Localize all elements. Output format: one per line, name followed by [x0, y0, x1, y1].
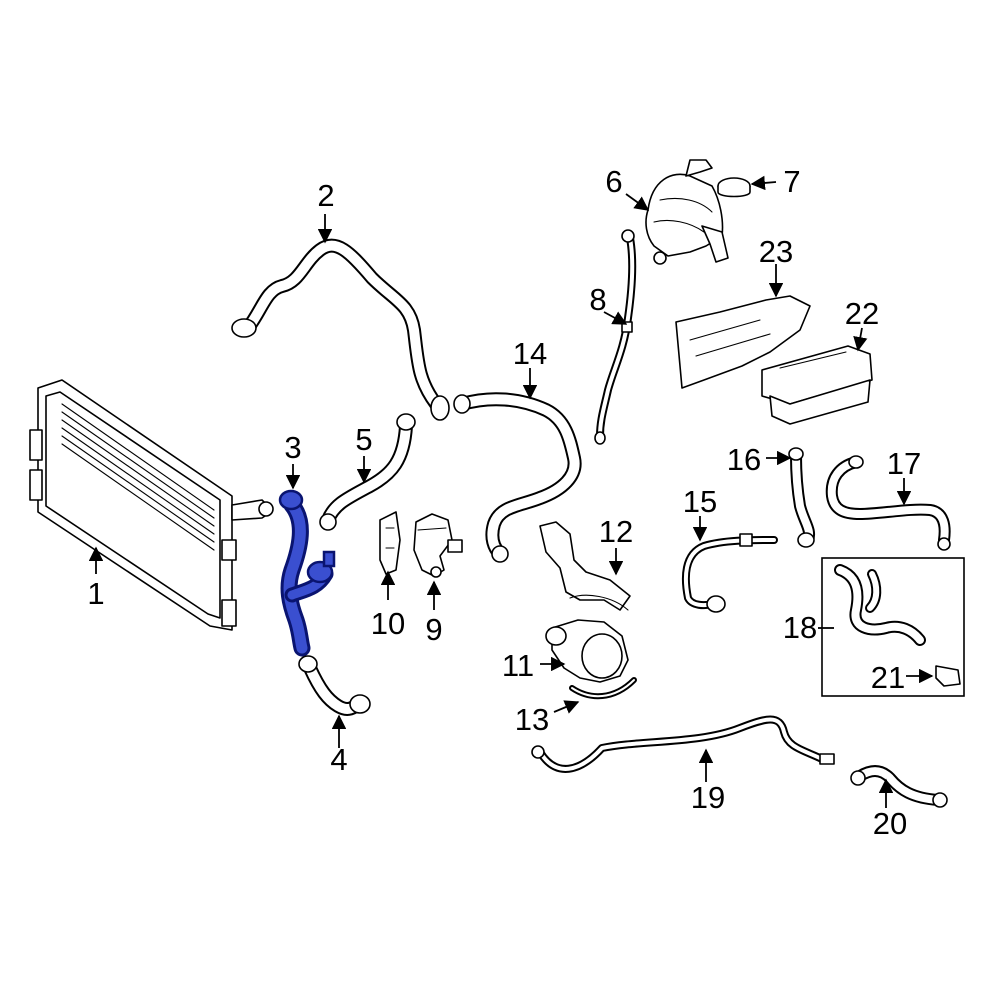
hose-part-20: [850, 765, 948, 808]
callout-22[interactable]: 22: [845, 296, 879, 331]
bracket-part-10: [379, 511, 401, 575]
hose-part-15: [681, 533, 778, 613]
callout-12[interactable]: 12: [599, 514, 633, 549]
mount-bracket-part-12: [539, 521, 631, 611]
callout-9[interactable]: 9: [425, 612, 442, 647]
hose-part-17: [825, 455, 951, 551]
callout-4[interactable]: 4: [330, 742, 347, 777]
callout-11[interactable]: 11: [502, 648, 534, 683]
callout-labels: 1 2 3 4 5 6 7 8 9 10 11 12 13 14 15 16 1…: [87, 164, 921, 841]
callout-7[interactable]: 7: [783, 164, 800, 199]
callout-23[interactable]: 23: [759, 234, 793, 269]
callout-19[interactable]: 19: [691, 780, 725, 815]
vent-line-part-8: [594, 229, 637, 445]
callout-16[interactable]: 16: [727, 442, 761, 477]
leader-lines: [88, 175, 934, 808]
bracket-part-23: [675, 295, 811, 389]
line-part-19: [531, 715, 835, 773]
hose-part-5: [319, 413, 416, 531]
callout-10[interactable]: 10: [371, 606, 405, 641]
cap-part-7: [717, 177, 751, 198]
clamp-part-13: [569, 677, 637, 700]
expansion-tank-part-6: [645, 159, 729, 265]
callout-14[interactable]: 14: [513, 336, 547, 371]
callout-17[interactable]: 17: [887, 446, 921, 481]
callout-1[interactable]: 1: [87, 576, 104, 611]
hose-part-14: [453, 392, 582, 563]
callout-5[interactable]: 5: [355, 422, 372, 457]
inset-part-18: [821, 557, 965, 697]
callout-8[interactable]: 8: [589, 282, 606, 317]
hose-part-3-highlighted: [278, 489, 336, 657]
valve-part-9: [413, 513, 463, 578]
callout-18[interactable]: 18: [783, 610, 817, 645]
hose-part-2: [231, 238, 450, 421]
callout-13[interactable]: 13: [515, 702, 549, 737]
control-unit-part-22: [761, 345, 873, 425]
connector-part-21: [935, 665, 961, 687]
callout-3[interactable]: 3: [284, 430, 301, 465]
callout-21[interactable]: 21: [871, 660, 905, 695]
callout-20[interactable]: 20: [873, 806, 907, 841]
hose-part-16: [788, 447, 815, 548]
callout-6[interactable]: 6: [605, 164, 622, 199]
callout-15[interactable]: 15: [683, 484, 717, 519]
radiator-part-1: [29, 379, 274, 631]
callout-2[interactable]: 2: [317, 178, 334, 213]
hose-part-4: [298, 655, 371, 716]
pump-part-11: [545, 619, 629, 683]
